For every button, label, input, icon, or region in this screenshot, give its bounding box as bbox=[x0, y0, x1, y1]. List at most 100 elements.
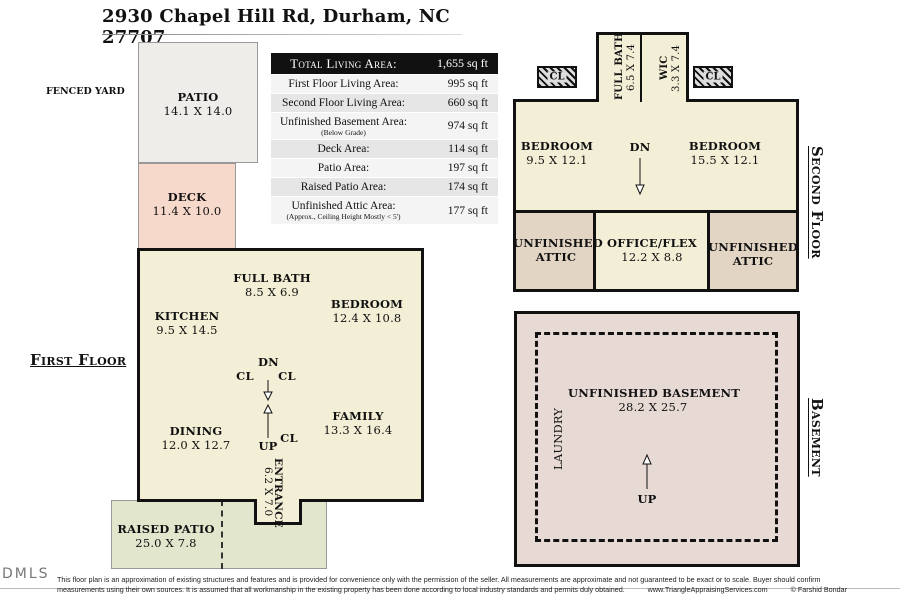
area-row-value: 974 sq ft bbox=[447, 120, 488, 132]
full-bath-dim: 8.5 X 6.9 bbox=[245, 285, 299, 299]
family-label: FAMILY 13.3 X 16.4 bbox=[312, 409, 404, 437]
attic-left bbox=[513, 210, 596, 292]
second-floor-label: Second Floor bbox=[808, 146, 826, 259]
full-bath-name: FULL BATH bbox=[233, 271, 311, 285]
total-living-area-value: 1,655 sq ft bbox=[437, 56, 488, 70]
page-title: 2930 Chapel Hill Rd, Durham, NC 27707 bbox=[102, 6, 450, 48]
stairs-arrow-icon bbox=[263, 380, 273, 438]
family-dim: 13.3 X 16.4 bbox=[323, 423, 393, 437]
second-bedroom-left-label: BEDROOM 9.5 X 12.1 bbox=[520, 139, 594, 167]
patio-area bbox=[138, 42, 258, 163]
attic-left-line1: UNFINISHED bbox=[513, 236, 603, 250]
closet-left-label: CL bbox=[547, 71, 567, 83]
second-bedroom-right-label: BEDROOM 15.5 X 12.1 bbox=[686, 139, 764, 167]
area-row-label: Unfinished Attic Area: (Approx., Ceiling… bbox=[271, 200, 416, 221]
first-floor-outline bbox=[137, 248, 424, 502]
dining-name: DINING bbox=[169, 424, 223, 438]
second-full-bath-label: FULL BATH 6.5 X 7.4 bbox=[614, 32, 638, 100]
closet-label: CL bbox=[280, 431, 298, 445]
area-row: Unfinished Basement Area: (Below Grade) … bbox=[271, 113, 498, 140]
area-row-label-text: Unfinished Basement Area: bbox=[279, 115, 408, 128]
footer-disclaimer: This floor plan is an approximation of e… bbox=[57, 575, 847, 595]
stairs-down-label: DN bbox=[258, 355, 279, 369]
unfinished-basement-dim: 28.2 X 25.7 bbox=[618, 400, 688, 414]
entrance-name: ENTRANCE bbox=[272, 458, 284, 528]
bedroom-label: BEDROOM 12.4 X 10.8 bbox=[320, 297, 414, 325]
basement-stairs-arrow-icon bbox=[642, 453, 652, 489]
area-row: Unfinished Attic Area: (Approx., Ceiling… bbox=[271, 197, 498, 225]
closet-right-label: CL bbox=[703, 71, 723, 83]
dmls-watermark: DMLS bbox=[2, 566, 50, 582]
first-floor-label: First Floor bbox=[30, 351, 127, 369]
basement-label: Basement bbox=[808, 398, 826, 477]
unfinished-basement-name: UNFINISHED BASEMENT bbox=[568, 386, 740, 400]
deck-name: DECK bbox=[167, 190, 207, 204]
kitchen-dim: 9.5 X 14.5 bbox=[156, 323, 218, 337]
area-row-label: Deck Area: bbox=[317, 143, 370, 155]
second-bedroom-right-dim: 15.5 X 12.1 bbox=[690, 153, 760, 167]
area-row-note: (Approx., Ceiling Height Mostly < 5') bbox=[286, 212, 401, 221]
entrance-bump bbox=[254, 499, 302, 525]
total-living-area-row: Total Living Area: 1,655 sq ft bbox=[271, 53, 498, 75]
basement-outline bbox=[514, 311, 800, 567]
fenced-yard-label: FENCED YARD bbox=[46, 86, 125, 97]
second-floor-upper-rooms bbox=[596, 32, 689, 102]
area-summary-table: Total Living Area: 1,655 sq ft First Flo… bbox=[271, 53, 498, 225]
attic-right-line2: ATTIC bbox=[732, 254, 774, 268]
area-row-value: 114 sq ft bbox=[448, 143, 488, 155]
bedroom-name: BEDROOM bbox=[330, 297, 404, 311]
closet-label: CL bbox=[278, 369, 296, 383]
area-row-label: Second Floor Living Area: bbox=[282, 97, 405, 109]
office-flex-label: OFFICE/FLEX 12.2 X 8.8 bbox=[598, 236, 706, 264]
area-row-value: 197 sq ft bbox=[447, 162, 488, 174]
stairs-up-label: UP bbox=[258, 439, 278, 453]
area-row-value: 995 sq ft bbox=[447, 78, 488, 90]
entrance-dim: 6.2 X 7.0 bbox=[262, 467, 274, 517]
raised-patio-label: RAISED PATIO 25.0 X 7.8 bbox=[111, 522, 221, 550]
area-row: First Floor Living Area: 995 sq ft bbox=[271, 75, 498, 94]
patio-name: PATIO bbox=[177, 90, 219, 104]
area-row-label: First Floor Living Area: bbox=[288, 78, 399, 90]
area-row-value: 660 sq ft bbox=[447, 97, 488, 109]
area-row-note: (Below Grade) bbox=[321, 127, 366, 137]
wic-name: WIC bbox=[659, 55, 670, 81]
deck-label: DECK 11.4 X 10.0 bbox=[138, 190, 236, 218]
bath-wic-divider bbox=[640, 32, 642, 102]
footer-line-2: measurements using their own sources. It… bbox=[57, 585, 847, 595]
area-row-value: 174 sq ft bbox=[447, 181, 488, 193]
kitchen-label: KITCHEN 9.5 X 14.5 bbox=[144, 309, 230, 337]
closet-left: CL bbox=[537, 66, 577, 88]
wic-label: WIC 3.3 X 7.4 bbox=[659, 40, 683, 96]
attic-left-label: UNFINISHED ATTIC bbox=[513, 236, 603, 264]
family-name: FAMILY bbox=[332, 409, 384, 423]
area-row-label: Unfinished Basement Area: (Below Grade) bbox=[271, 116, 416, 137]
area-row-label: Patio Area: bbox=[317, 162, 370, 174]
kitchen-name: KITCHEN bbox=[154, 309, 220, 323]
attic-left-line2: ATTIC bbox=[535, 250, 577, 264]
area-row: Second Floor Living Area: 660 sq ft bbox=[271, 94, 498, 113]
area-row: Patio Area: 197 sq ft bbox=[271, 159, 498, 178]
footer-website-link[interactable]: www.TriangleAppraisingServices.com bbox=[647, 585, 768, 594]
second-full-bath-name: FULL BATH bbox=[614, 32, 625, 100]
area-row-label: Raised Patio Area: bbox=[300, 181, 387, 193]
area-row-label-text: Unfinished Attic Area: bbox=[291, 200, 396, 212]
bedroom-dim: 12.4 X 10.8 bbox=[332, 311, 402, 325]
area-row: Deck Area: 114 sq ft bbox=[271, 140, 498, 159]
raised-patio-divider bbox=[221, 500, 223, 569]
basement-stairs-up-label: UP bbox=[637, 492, 657, 506]
footer-credit: © Farshid Bondar bbox=[790, 585, 847, 594]
footer-divider bbox=[0, 588, 900, 589]
patio-dim: 14.1 X 14.0 bbox=[163, 104, 233, 118]
total-living-area-label: Total Living Area: bbox=[290, 55, 397, 71]
office-flex-name: OFFICE/FLEX bbox=[607, 236, 697, 250]
full-bath-label: FULL BATH 8.5 X 6.9 bbox=[227, 271, 317, 299]
raised-patio-name: RAISED PATIO bbox=[117, 522, 215, 536]
area-row: Raised Patio Area: 174 sq ft bbox=[271, 178, 498, 197]
attic-right-label: UNFINISHED ATTIC bbox=[707, 240, 799, 268]
wic-dim: 3.3 X 7.4 bbox=[671, 44, 682, 92]
footer-line-2-text: measurements using their own sources. It… bbox=[57, 585, 625, 594]
second-full-bath-dim: 6.5 X 7.4 bbox=[626, 43, 637, 91]
dining-label: DINING 12.0 X 12.7 bbox=[150, 424, 242, 452]
closet-label: CL bbox=[236, 369, 254, 383]
second-bedroom-left-dim: 9.5 X 12.1 bbox=[526, 153, 588, 167]
